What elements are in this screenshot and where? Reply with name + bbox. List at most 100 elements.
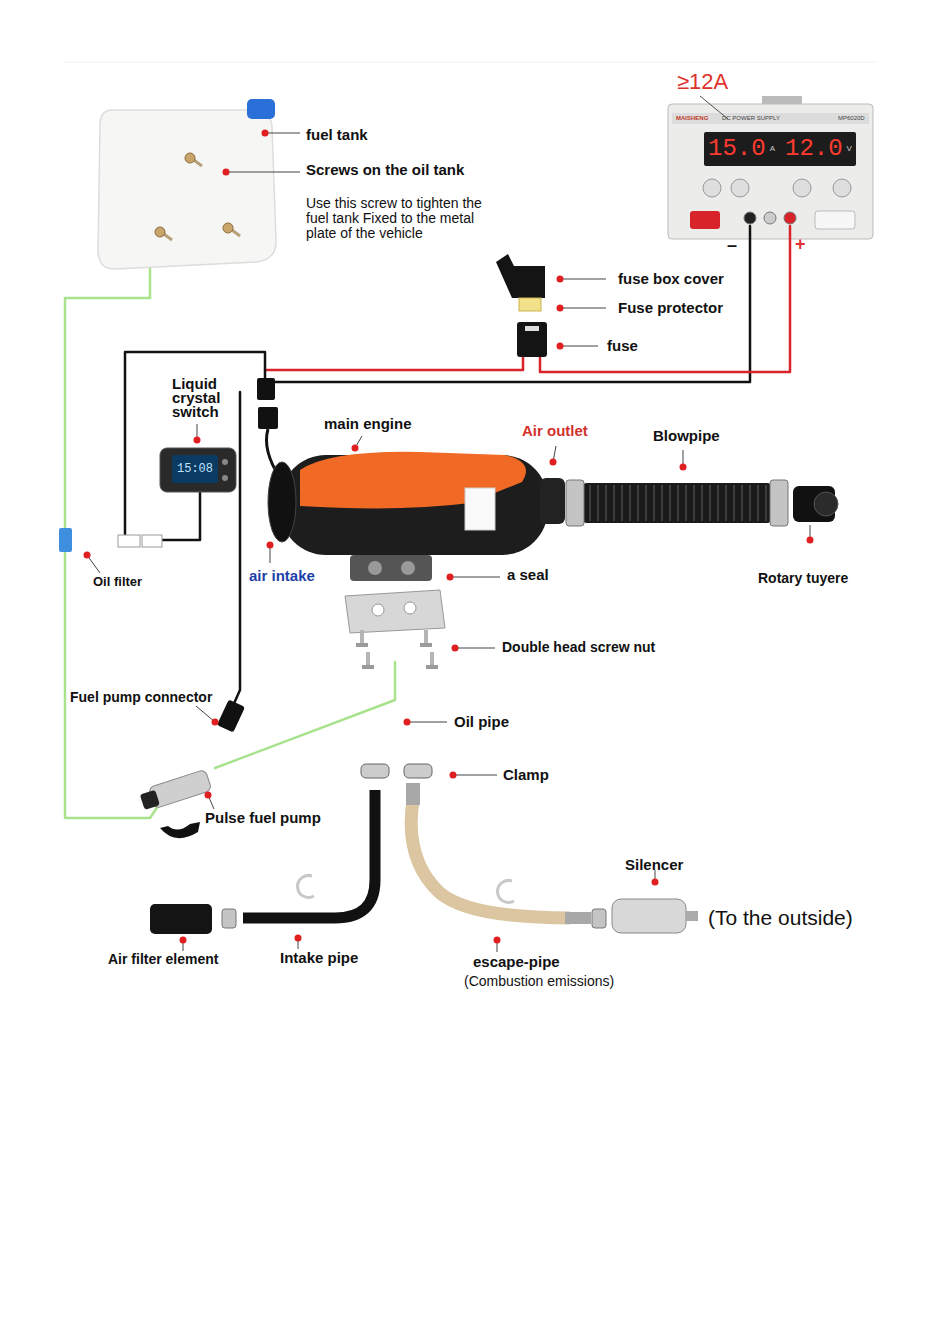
part-label: escape-pipe bbox=[473, 954, 560, 970]
part-label: Oil pipe bbox=[454, 714, 509, 730]
part-label: Liquid crystal switch bbox=[172, 377, 236, 419]
part-label: Fuel pump connector bbox=[70, 690, 212, 705]
callout-dot bbox=[84, 552, 91, 559]
leader-line bbox=[196, 706, 215, 722]
pipe-rib bbox=[645, 485, 647, 521]
part-label: Screws on the oil tank bbox=[306, 162, 464, 178]
note-text: (Combustion emissions) bbox=[464, 974, 614, 989]
part-label: fuel tank bbox=[306, 127, 368, 143]
pipe-rib bbox=[741, 485, 743, 521]
tank-screw-head bbox=[185, 153, 195, 163]
note-text: (To the outside) bbox=[708, 907, 853, 929]
brand-text: MAISHENG bbox=[676, 115, 708, 121]
callout-dot bbox=[652, 879, 659, 886]
switch-plug bbox=[118, 535, 140, 547]
leader-line bbox=[226, 172, 300, 173]
switch-plug bbox=[142, 535, 162, 547]
tuyere-face bbox=[814, 492, 838, 516]
part-label: Rotary tuyere bbox=[758, 571, 848, 586]
pipe-rib bbox=[669, 485, 671, 521]
supply-knob bbox=[703, 179, 721, 197]
part-label: air intake bbox=[249, 568, 315, 584]
lcd-button bbox=[222, 475, 228, 481]
tank-screw-head bbox=[155, 227, 165, 237]
seal bbox=[350, 555, 432, 581]
power-button bbox=[690, 211, 720, 229]
air-outlet-port bbox=[540, 478, 565, 524]
blowpipe bbox=[583, 483, 771, 523]
screw-shaft bbox=[424, 630, 428, 644]
hose-clamp bbox=[770, 480, 788, 526]
pipe-rib bbox=[653, 485, 655, 521]
screw-nut bbox=[356, 643, 368, 647]
display-reading: 15.0 bbox=[708, 137, 766, 161]
screw-shaft bbox=[366, 652, 370, 666]
ground-terminal bbox=[764, 212, 776, 224]
pipe-rib bbox=[605, 485, 607, 521]
air-filter-element bbox=[150, 904, 212, 934]
screw-nut bbox=[426, 665, 438, 669]
supply-knob bbox=[793, 179, 811, 197]
callout-dot bbox=[267, 542, 274, 549]
plate-hole bbox=[404, 602, 416, 614]
screw-shaft bbox=[360, 630, 364, 644]
rating-plate bbox=[465, 488, 495, 530]
callout-dot bbox=[194, 437, 201, 444]
pipe-end bbox=[406, 783, 420, 805]
part-label: Silencer bbox=[625, 857, 683, 873]
seal-hole bbox=[401, 561, 415, 575]
leader-line bbox=[560, 346, 598, 347]
pipe-rib bbox=[733, 485, 735, 521]
pipe-rib bbox=[677, 485, 679, 521]
leader-line bbox=[560, 279, 606, 280]
leader-line bbox=[265, 133, 300, 134]
part-label: fuse bbox=[607, 338, 638, 354]
model-text: MP6020D bbox=[838, 115, 865, 121]
callout-dot bbox=[494, 937, 501, 944]
engine-connector bbox=[258, 407, 278, 429]
callout-dot bbox=[180, 937, 187, 944]
callout-dot bbox=[557, 305, 564, 312]
screw-shaft bbox=[430, 652, 434, 666]
pump-cap bbox=[140, 790, 160, 810]
note-text: Use this screw to tighten the fuel tank … bbox=[306, 196, 506, 241]
pipe-rib bbox=[589, 485, 591, 521]
power-supply bbox=[668, 104, 873, 239]
oil-pipe-line bbox=[215, 662, 395, 768]
supply-knob bbox=[731, 179, 749, 197]
fuse-holder bbox=[517, 322, 547, 357]
supply-knob bbox=[833, 179, 851, 197]
tank-screw-head bbox=[223, 223, 233, 233]
pipe-rib bbox=[717, 485, 719, 521]
display-reading: 15:08 bbox=[177, 463, 213, 475]
power-display: 15.0A12.0V bbox=[704, 132, 856, 166]
display-reading: 12.0 bbox=[785, 137, 843, 161]
pipe-end bbox=[565, 912, 591, 924]
callout-dot bbox=[295, 935, 302, 942]
callout-dot bbox=[404, 719, 411, 726]
air-intake-port bbox=[268, 462, 296, 542]
clamp bbox=[404, 764, 432, 778]
callout-dot bbox=[452, 645, 459, 652]
display-reading: A bbox=[770, 145, 775, 153]
pipe-rib bbox=[701, 485, 703, 521]
mounting-plate bbox=[345, 590, 445, 633]
switch-cable bbox=[163, 492, 200, 540]
leader-line bbox=[450, 577, 500, 578]
callout-dot bbox=[807, 537, 814, 544]
pipe-rib bbox=[709, 485, 711, 521]
silencer bbox=[612, 899, 686, 933]
part-label: Air outlet bbox=[522, 423, 588, 439]
tank-cap bbox=[247, 99, 275, 119]
pipe-rib bbox=[621, 485, 623, 521]
positive-wire bbox=[540, 226, 790, 372]
part-label: Clamp bbox=[503, 767, 549, 783]
pipe-rib bbox=[597, 485, 599, 521]
pipe-rib bbox=[765, 485, 767, 521]
seal-hole bbox=[368, 561, 382, 575]
current-note: ≥12A bbox=[677, 70, 728, 93]
part-label: Air filter element bbox=[108, 952, 218, 967]
supply-switch bbox=[815, 211, 855, 229]
model-text: DC POWER SUPPLY bbox=[722, 115, 780, 121]
